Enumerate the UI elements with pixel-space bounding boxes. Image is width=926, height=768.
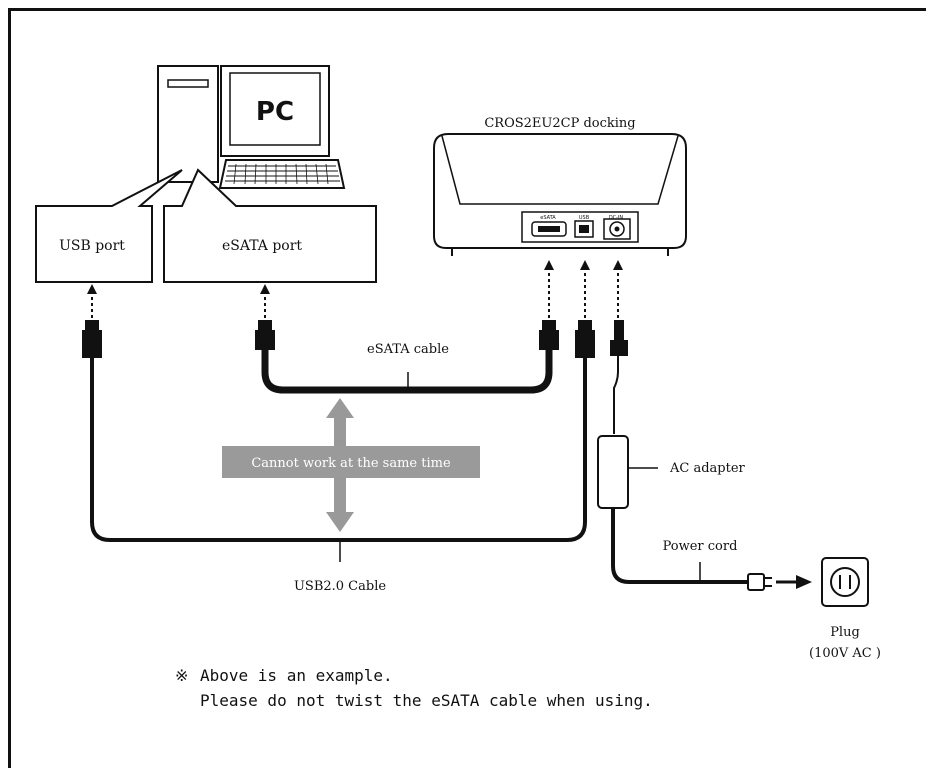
usb-port-label: USB port: [59, 238, 125, 254]
plug-spec: (100V AC ): [809, 646, 881, 661]
dock-title: CROS2EU2CP docking: [484, 116, 635, 131]
conflict-warning: Cannot work at the same time: [222, 446, 480, 478]
dock-usb-label: USB: [579, 215, 590, 221]
usb-port-callout: USB port: [35, 169, 183, 283]
usb-cable-label: USB2.0 Cable: [294, 579, 386, 594]
esata-cable: eSATA cable: [255, 320, 559, 394]
docking-station: CROS2EU2CP docking eSATA USB DC-IN: [433, 116, 687, 256]
power-cable: AC adapter Power cord: [597, 320, 812, 591]
note-line-1: Above is an example.: [200, 666, 393, 685]
note: ※ Above is an example. Please do not twi…: [175, 666, 653, 710]
pc-tower: [157, 65, 219, 183]
connection-arrows: [91, 268, 619, 318]
esata-port-callout: eSATA port: [163, 168, 377, 283]
plug-label: Plug: [830, 625, 860, 640]
pc-screen-label: PC: [256, 97, 294, 127]
ac-adapter-label: AC adapter: [669, 461, 746, 476]
wall-outlet: [821, 557, 869, 607]
diagram-frame: [8, 8, 926, 768]
pc-monitor: PC: [220, 65, 330, 157]
dock-esata-label: eSATA: [540, 215, 556, 221]
note-mark: ※: [175, 666, 188, 685]
power-cord-label: Power cord: [663, 539, 738, 554]
note-line-2: Please do not twist the eSATA cable when…: [200, 691, 653, 710]
dock-dcin-port: [603, 218, 631, 240]
usb-cable: USB2.0 Cable: [82, 320, 595, 594]
dock-dcin-label: DC-IN: [609, 215, 624, 221]
conflict-warning-text: Cannot work at the same time: [251, 456, 451, 471]
dock-esata-port: [531, 221, 567, 237]
esata-cable-label: eSATA cable: [367, 342, 449, 357]
esata-port-label: eSATA port: [222, 238, 302, 254]
dock-usb-port: [574, 220, 594, 238]
arrow-heads: [87, 260, 623, 294]
pc-keyboard: [218, 159, 346, 189]
